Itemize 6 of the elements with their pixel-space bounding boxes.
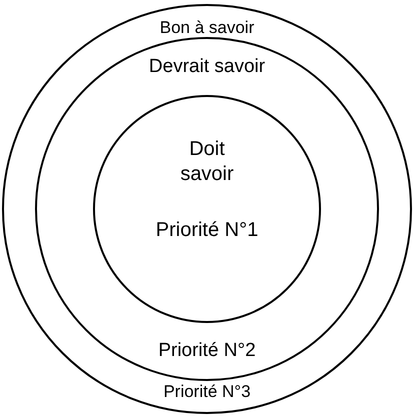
ring-label: Priorité N°3 [163, 380, 251, 402]
ring-label: Doit savoir [179, 137, 235, 187]
ring-label: Priorité N°2 [158, 338, 256, 362]
ring-label: Priorité N°1 [156, 218, 258, 243]
ring-label: Devrait savoir [148, 55, 266, 79]
ring-label: Bon à savoir [160, 17, 254, 39]
